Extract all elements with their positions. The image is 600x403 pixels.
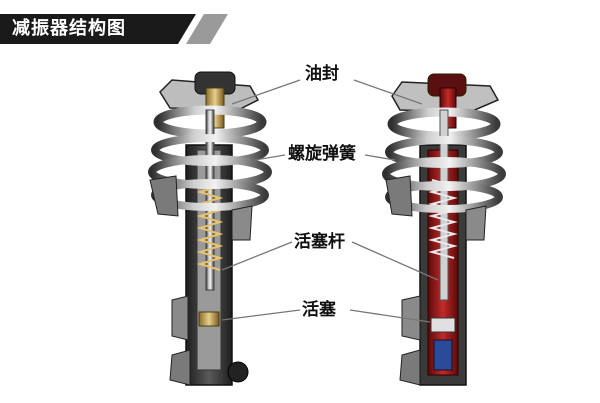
label-piston: 活塞 (302, 300, 336, 320)
label-oil-seal: 油封 (305, 64, 339, 84)
label-piston-rod: 活塞杆 (294, 232, 345, 252)
leader-piston-left (222, 310, 300, 320)
left-shock-absorber (150, 72, 268, 385)
label-coil-spring: 螺旋弹簧 (288, 144, 356, 164)
right-shock-absorber (386, 74, 502, 385)
